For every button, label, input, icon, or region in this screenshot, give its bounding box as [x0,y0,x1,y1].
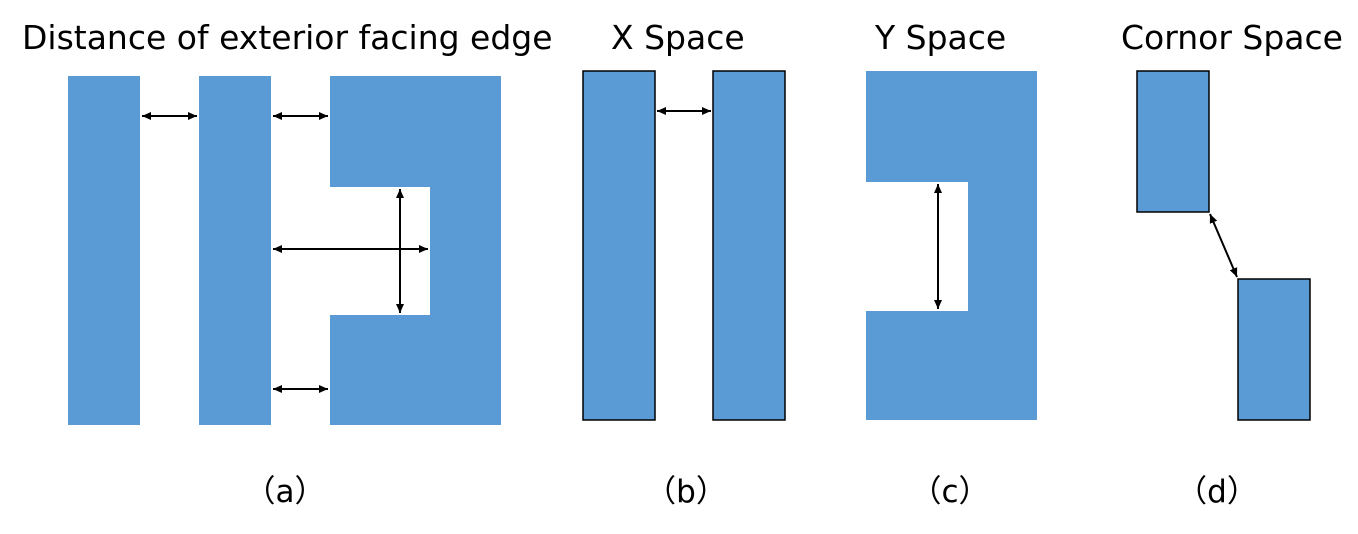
panel-b-bar-left [582,70,656,421]
panel-b-bar-right [712,70,786,421]
panel-a-bar-left [68,76,140,425]
panel-a: Distance of exterior facing edge （a） [22,18,553,510]
panel-d: Cornor Space （d） [1121,18,1343,510]
panel-a-caption: （a） [245,474,326,510]
panel-b-caption: （b） [645,474,727,510]
panel-b: X Space （b） [582,18,786,510]
panel-d-rect-lower [1237,278,1311,421]
panel-b-title: X Space [611,18,745,57]
panel-d-title: Cornor Space [1121,18,1343,57]
panel-a-title: Distance of exterior facing edge [22,18,553,57]
panel-d-arrow-corner-space [1209,213,1238,278]
panel-d-rect-upper [1136,70,1210,213]
panel-c-c-shape [866,71,1037,420]
panel-a-bar-middle [199,76,271,425]
panel-d-caption: （d） [1176,474,1258,510]
panel-c-caption: （c） [910,474,989,510]
panel-c: Y Space （c） [866,18,1037,510]
panel-a-c-shape [330,76,501,425]
panel-c-title: Y Space [874,18,1006,57]
